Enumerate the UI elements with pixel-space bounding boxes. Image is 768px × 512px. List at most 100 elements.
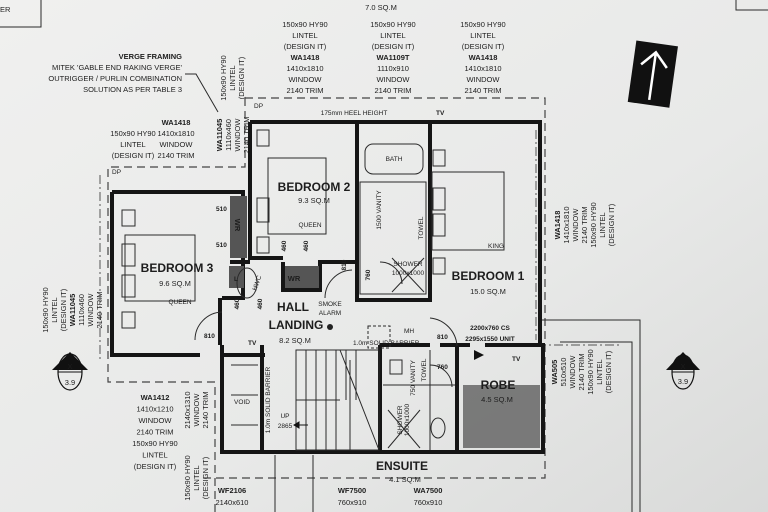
room-bedroom3: BEDROOM 3 [141,261,214,275]
label-line: 1110x460 [224,119,233,151]
area-ensuite: 4.1 SQ.M [389,475,421,484]
label-line: 1110x460 [77,294,86,326]
solid-barrier-vertical: 1.0m SOLID BARRIER [265,366,272,433]
label-line: LINTEL [595,359,604,384]
label-line: 150x90 HY90 [282,20,327,29]
label-line: 1000x1000 [392,270,425,277]
door-size-760-a: 760 [365,269,372,280]
label-line: (DESIGN IT) [59,288,68,331]
door-size-760-b: 760 [437,364,448,371]
area-robe: 4.5 SQ.M [481,395,513,404]
door-size-810-a: 810 [204,333,215,340]
label-line: 150x90 HY90 [41,287,50,332]
door-size-460-d: 460 [257,298,264,309]
bed-bedroom2: QUEEN [298,222,321,229]
vanity-label-1: 1500 VANITY [376,190,383,230]
label-line: WINDOW [192,393,201,427]
label-line: (DESIGN IT) [372,42,415,51]
label-line: 2140 TRIM [95,292,104,329]
label-line: WINDOW [467,75,501,84]
label-line: LINTEL [192,465,201,490]
label-line: WINDOW [233,118,242,152]
wr-label-hall: WR [288,274,301,283]
heel-height-note: 175mm HEEL HEIGHT [321,110,388,117]
label-line: SHOWER [397,405,404,435]
label-line: LINTEL [142,451,167,460]
smoke-alarm-label: SMOKE ALARM [318,301,342,317]
label-line: 150x90 HY90 [219,55,228,100]
void-label: VOID [234,399,250,406]
section-marker-east: X 3.9 [666,352,700,390]
label-line: WINDOW [139,416,173,425]
label-line: 1410x1810 [562,206,571,243]
hwc-label: HWC [252,274,264,291]
door-size-460-b: 460 [303,240,310,251]
dp-label-1: DP [254,103,263,110]
label-line: LINTEL [50,297,59,322]
label-line: 2140x1310 [183,391,192,428]
label-line: 2295x1550 UNIT [465,336,515,343]
section-number: 3.9 [65,378,75,387]
label-line: 150x90 HY90 [586,349,595,394]
towel-label-2: TOWEL [421,358,428,381]
roof-outline-west [107,98,246,512]
label-line: WA1109T [377,53,410,62]
door-size-510-b: 510 [216,242,227,249]
area-bedroom1: 15.0 SQ.M [470,287,506,296]
label-line: WA1418 [162,118,191,127]
label-line: WA1418 [553,211,562,240]
label-line: 1410x1210 [136,405,173,414]
label-line: (DESIGN IT) [134,462,177,471]
dp-label-2: DP [112,169,121,176]
door-size-810-b: 810 [341,259,348,270]
section-letter: X [680,362,685,371]
label-line: WINDOW [86,293,95,327]
door-size-460-a: 460 [281,240,288,251]
section-marker-west: X 3.9 [52,352,88,391]
label-line: 1410x1810 [157,129,194,138]
area-bedroom2: 9.3 SQ.M [298,196,330,205]
label-line: ALARM [319,310,341,317]
walls [110,120,545,454]
room-bedroom1: BEDROOM 1 [452,269,525,283]
label-line: 1000x1000 [404,404,411,437]
label-line: WA11045 [68,294,77,327]
label-line: SMOKE [318,301,342,308]
label-line: 1410x1810 [464,64,501,73]
label-line: WF2106 [218,486,246,495]
shower-label-2: SHOWER1000x1000 [397,404,411,437]
door-size-460-c: 460 [234,298,241,309]
verge-title: VERGE FRAMING [119,52,183,61]
room-bedroom2: BEDROOM 2 [278,180,351,194]
window-label-stair-west: 2140x1310WINDOW2140 TRIM [183,391,210,428]
label-line: 1110x910 [377,64,409,73]
smoke-alarm-icon [327,324,333,330]
tv-label-hall: TV [248,340,257,347]
corner-label: ER [0,5,11,14]
linen-label: L [234,276,238,283]
title-block-corner-right [735,0,768,11]
room-robe: ROBE [481,378,516,392]
label-line: (DESIGN IT) [462,42,505,51]
label-line: WA1418 [291,53,320,62]
window-label-robe-east: WA505510x510WINDOW2140 TRIM150x90 HY90LI… [550,349,613,394]
label-line: LINTEL [228,65,237,90]
window-label-bed2-west: WA110451110x460WINDOW2140 TRIM [215,117,251,154]
label-line: WA505 [550,360,559,385]
label-line: LINTEL [292,31,317,40]
label-line: 2140 TRIM [158,151,195,160]
label-line: LINTEL [380,31,405,40]
label-line: (DESIGN IT) [604,350,613,393]
vanity-label-2: 750 VANITY [410,360,417,396]
furniture [121,129,505,451]
label-line: UP [280,413,289,420]
bed-bedroom1: KING [488,243,504,250]
